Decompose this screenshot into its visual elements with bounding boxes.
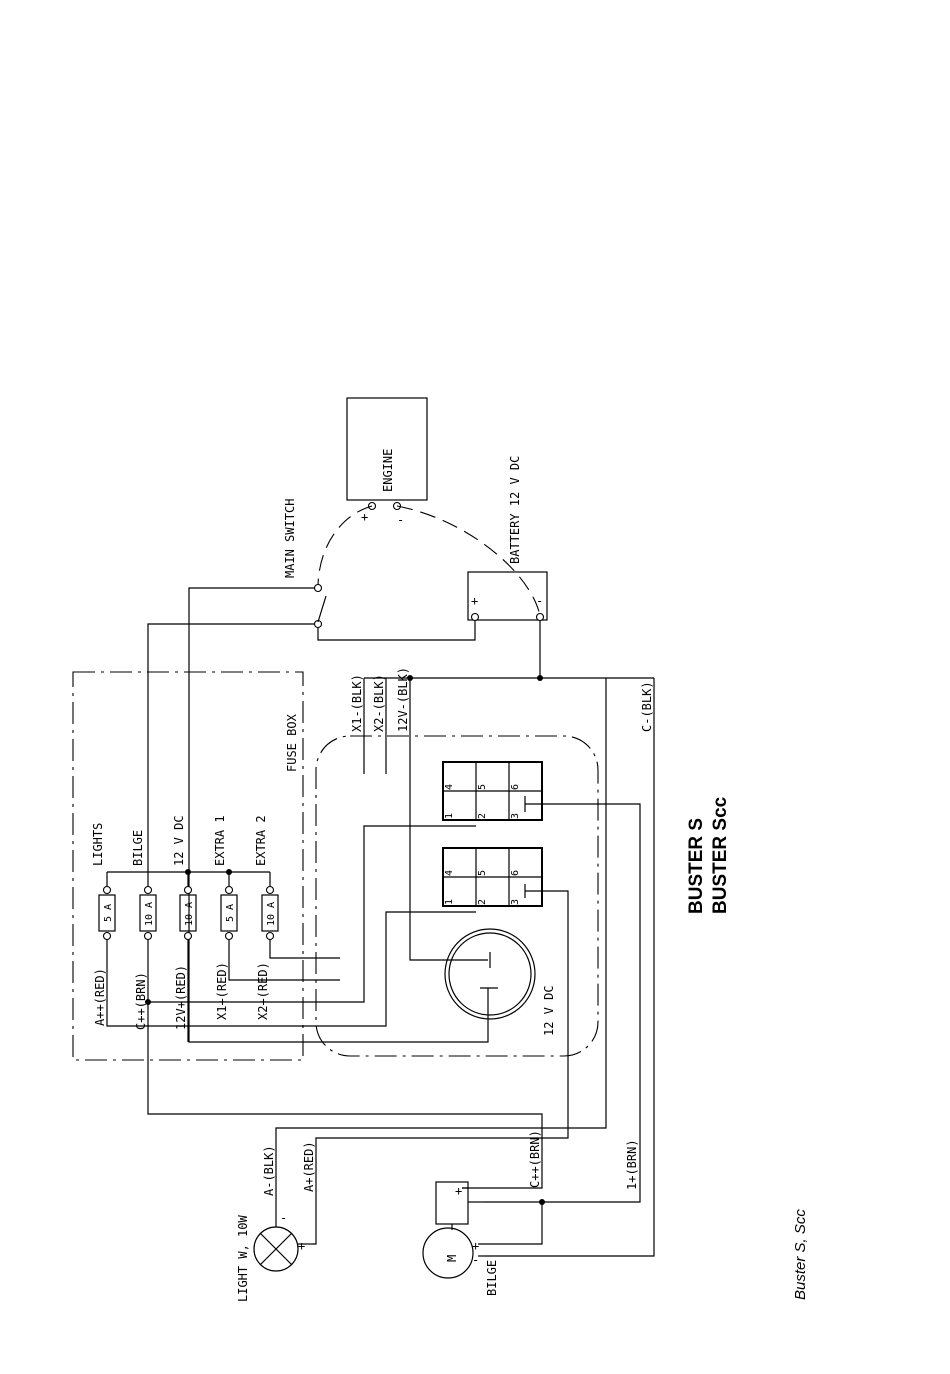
switch-block-upper: 1 2 3 4 5 6 [442, 761, 543, 821]
motor-symbol: M [445, 1255, 459, 1262]
battery: BATTERY 12 V DC + - [467, 456, 548, 622]
fuse-box-label: FUSE BOX [285, 713, 299, 772]
bilge-box-plus: + [455, 1184, 462, 1198]
switch-block-lower: 1 2 3 4 5 6 [442, 847, 543, 907]
light-minus-sign: - [280, 1211, 287, 1225]
svg-text:5: 5 [477, 870, 488, 876]
main-switch-label: MAIN SWITCH [283, 499, 297, 578]
fuse-rating-bilge: 10 A [144, 902, 155, 926]
fuse-extra-2: EXTRA 2 10 A X2+(RED) [254, 815, 279, 1020]
engine: ENGINE + - [346, 397, 428, 527]
fuse-circuit-bilge: BILGE [131, 830, 145, 866]
battery-minus-sign: - [536, 594, 543, 608]
fuse-extra-1: EXTRA 1 5 A X1+(RED) [213, 815, 238, 1020]
engine-minus-sign: - [397, 513, 404, 527]
fuse-circuit-extra1: EXTRA 1 [213, 815, 227, 866]
wire-label-c-pos: C++(BRN) [528, 1130, 542, 1188]
fuse-rating-12v: 10 A [184, 902, 195, 926]
wire-label-a-neg: A-(BLK) [262, 1145, 276, 1196]
wire-label-a-pos: A+(RED) [302, 1141, 316, 1192]
svg-text:1: 1 [444, 813, 455, 819]
page-caption: Buster S, Scc [792, 1209, 809, 1300]
wire-label-lights: A++(RED) [93, 968, 107, 1026]
bilge-plus-sign: + [472, 1239, 479, 1253]
engine-harness-dashed [317, 505, 373, 589]
light-plus-sign: + [298, 1239, 305, 1253]
switch-panel-outline [315, 735, 599, 1057]
battery-plus-sign: + [471, 594, 478, 608]
diagram-title-line2: BUSTER Scc [710, 796, 731, 914]
bilge-pump: + M + - BILGE [422, 1181, 499, 1296]
battery-positive-terminal [470, 612, 480, 622]
main-switch-top-terminal [313, 583, 323, 593]
svg-text:2: 2 [477, 813, 488, 819]
wire-label-x2-neg: X2-(BLK) [372, 674, 386, 732]
svg-text:4: 4 [444, 784, 455, 790]
wire-label-12v: 12V+(RED) [174, 965, 188, 1030]
fuse-box: FUSE BOX [72, 671, 304, 1061]
wire-label-1-pos: 1+(BRN) [625, 1139, 639, 1190]
svg-text:6: 6 [510, 784, 521, 790]
socket-label: 12 V DC [542, 985, 556, 1036]
main-switch: MAIN SWITCH [283, 499, 327, 629]
engine-plus-sign: + [361, 510, 368, 524]
fuse-rating-extra1: 5 A [225, 904, 236, 922]
wire-label-extra1: X1+(RED) [215, 962, 229, 1020]
socket-12v-dc: 12 V DC [444, 928, 556, 1036]
fuse-rating-lights: 5 A [103, 904, 114, 922]
svg-text:6: 6 [510, 870, 521, 876]
svg-text:1: 1 [444, 899, 455, 905]
fuse-lights: LIGHTS 5 A A++(RED) [91, 823, 116, 1026]
battery-label: BATTERY 12 V DC [508, 456, 522, 564]
bilge-minus-sign: - [472, 1253, 479, 1267]
svg-text:2: 2 [477, 899, 488, 905]
fuse-circuit-lights: LIGHTS [91, 823, 105, 866]
wire-label-bilge: C++(BRN) [134, 972, 148, 1030]
wire-label-extra2: X2+(RED) [256, 962, 270, 1020]
svg-text:5: 5 [477, 784, 488, 790]
fuse-circuit-12v: 12 V DC [172, 815, 186, 866]
light-label: LIGHT W, 10W [236, 1215, 250, 1302]
svg-text:4: 4 [444, 870, 455, 876]
svg-text:3: 3 [510, 813, 521, 819]
wire-label-x1-neg: X1-(BLK) [350, 674, 364, 732]
diagram-title-line1: BUSTER S [686, 818, 707, 914]
fuse-12v-dc: 12 V DC 10 A 12V+(RED) [172, 815, 197, 1030]
fuse-rating-extra2: 10 A [266, 902, 277, 926]
bilge-label: BILGE [485, 1260, 499, 1296]
fuse-bilge: BILGE 10 A C++(BRN) [131, 830, 157, 1030]
light-10w: LIGHT W, 10W - + [236, 1211, 312, 1302]
fuse-circuit-extra2: EXTRA 2 [254, 815, 268, 866]
wire-label-12v-neg: 12V-(BLK) [396, 667, 410, 732]
svg-text:3: 3 [510, 899, 521, 905]
battery-negative-terminal [535, 612, 545, 622]
engine-label: ENGINE [381, 449, 395, 492]
engine-battery-dashed [396, 505, 541, 617]
wire-label-c-neg: C-(BLK) [640, 681, 654, 732]
